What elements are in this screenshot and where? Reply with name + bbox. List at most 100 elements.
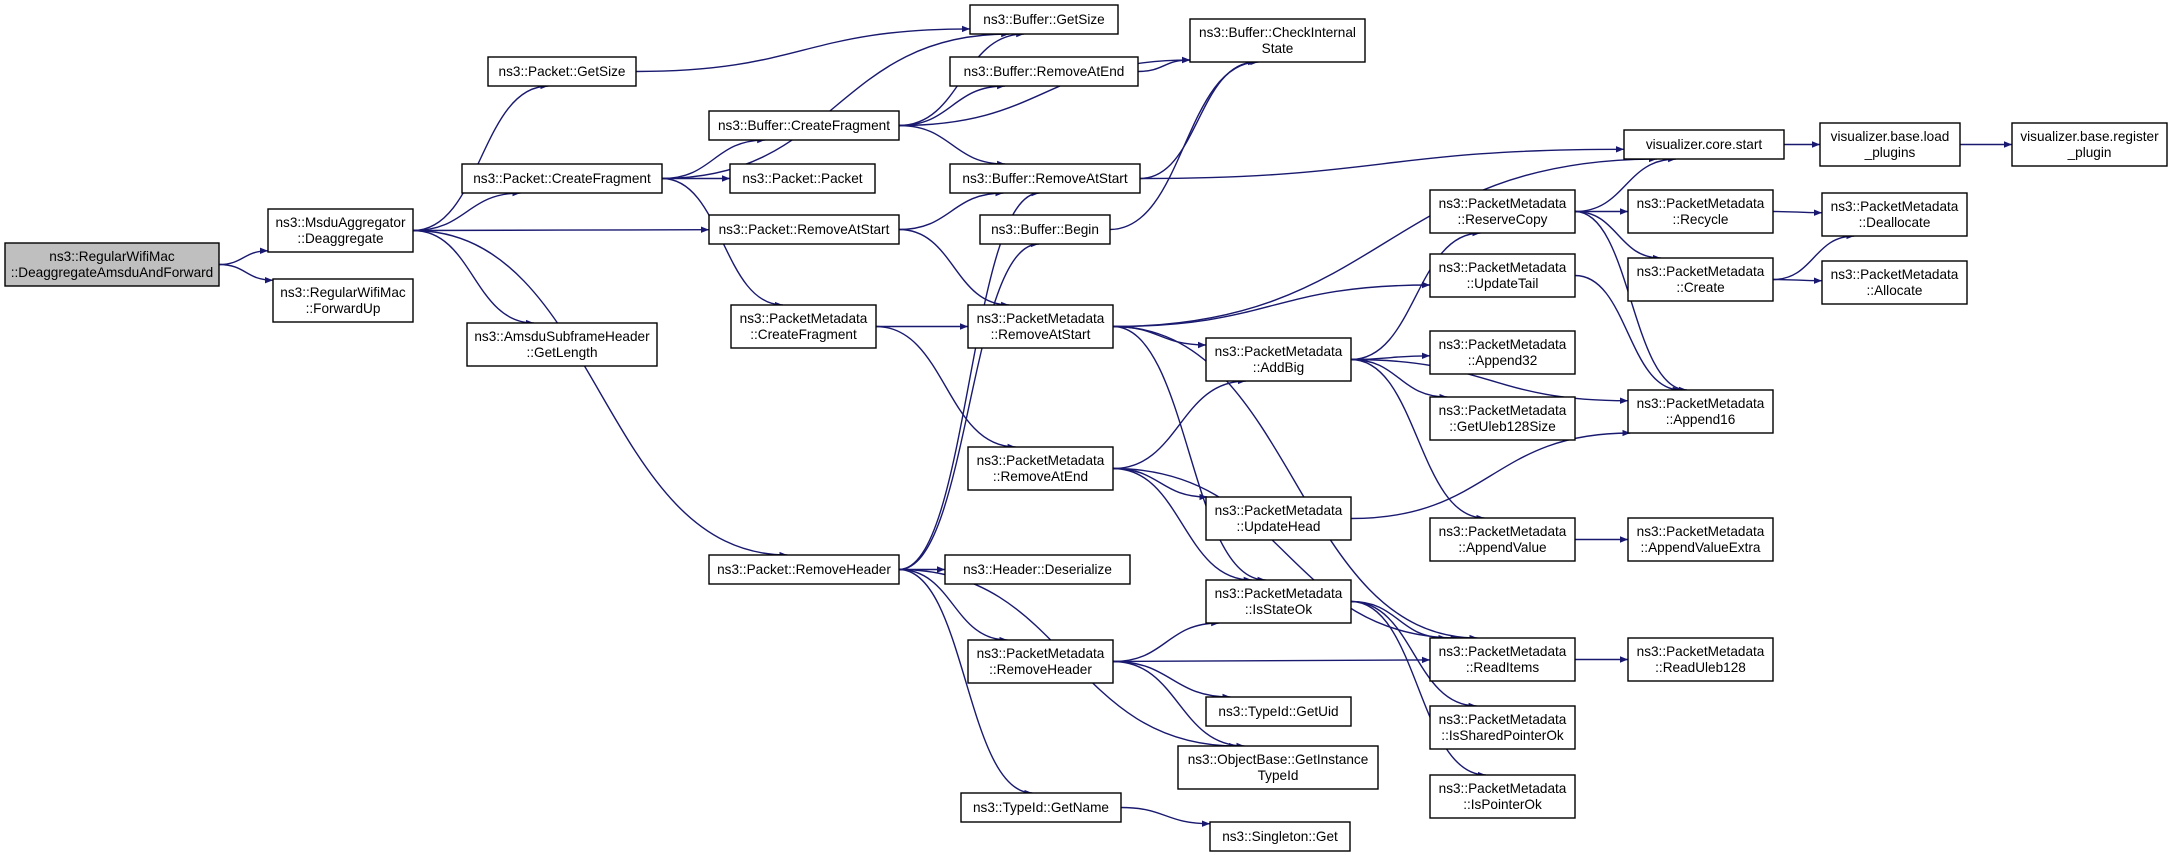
node-pm-removeatend[interactable]: ns3::PacketMetadata::RemoveAtEnd	[967, 446, 1114, 491]
node-box	[1429, 637, 1576, 682]
edge-pm-isstateok-to-pm-ispointerok	[1350, 600, 1486, 779]
node-buf-createfrag[interactable]: ns3::Buffer::CreateFragment	[708, 110, 900, 141]
node-pm-recycle[interactable]: ns3::PacketMetadata::Recycle	[1627, 189, 1774, 234]
node-label: ::UpdateTail	[1467, 276, 1539, 291]
node-pm-reservecopy[interactable]: ns3::PacketMetadata::ReserveCopy	[1429, 189, 1576, 234]
node-pm-removeatstart[interactable]: ns3::PacketMetadata::RemoveAtStart	[967, 304, 1114, 349]
node-label: ns3::PacketMetadata	[1831, 199, 1959, 214]
node-box	[1429, 189, 1576, 234]
edge-pm-removeatend-to-pm-isstateok	[1112, 467, 1252, 584]
edge-buf-createfrag-to-buf-removeatstart	[898, 124, 1006, 168]
node-label: ::IsStateOk	[1245, 602, 1312, 617]
node-pkt-createfrag[interactable]: ns3::Packet::CreateFragment	[461, 163, 663, 194]
node-label: ns3::PacketMetadata	[1831, 267, 1959, 282]
node-label: ns3::Buffer::CheckInternal	[1199, 25, 1356, 40]
edge-pm-addbig-to-pm-getuleb128size	[1350, 358, 1448, 401]
node-label: ::IsPointerOk	[1463, 797, 1542, 812]
node-pm-isstateok[interactable]: ns3::PacketMetadata::IsStateOk	[1205, 579, 1352, 624]
node-box	[708, 110, 900, 141]
node-label: ::Deallocate	[1859, 215, 1931, 230]
node-pm-addbig[interactable]: ns3::PacketMetadata::AddBig	[1205, 337, 1352, 382]
node-pm-append16[interactable]: ns3::PacketMetadata::Append16	[1627, 389, 1774, 434]
node-label: ns3::ObjectBase::GetInstance	[1188, 752, 1369, 767]
node-box	[1627, 637, 1774, 682]
node-pm-issharedpointerok[interactable]: ns3::PacketMetadata::IsSharedPointerOk	[1429, 705, 1576, 750]
node-pkt-removeheader[interactable]: ns3::Packet::RemoveHeader	[708, 554, 900, 585]
node-box	[967, 639, 1114, 684]
node-box	[267, 208, 414, 253]
node-buf-removeatend[interactable]: ns3::Buffer::RemoveAtEnd	[949, 56, 1139, 87]
edge-pm-isstateok-to-pm-readitems	[1350, 600, 1447, 642]
edge-pm-updatetail-to-pm-append16	[1574, 274, 1681, 394]
edge-buf-removeatstart-to-vis-core-start	[1139, 146, 1625, 180]
node-box	[1205, 579, 1352, 624]
node-label: visualizer.core.start	[1646, 137, 1763, 152]
node-label: ns3::Buffer::CreateFragment	[718, 118, 890, 133]
edge-buf-removeatend-to-buf-checkinternal	[1137, 56, 1191, 73]
node-pkt-getsize[interactable]: ns3::Packet::GetSize	[487, 56, 637, 87]
node-label: ns3::Singleton::Get	[1222, 829, 1338, 844]
node-pm-append32[interactable]: ns3::PacketMetadata::Append32	[1429, 330, 1576, 375]
node-label: visualizer.base.register	[2020, 129, 2159, 144]
node-label: ns3::Buffer::RemoveAtStart	[962, 171, 1127, 186]
node-singleton-get[interactable]: ns3::Singleton::Get	[1209, 821, 1351, 852]
node-hdr-deserialize[interactable]: ns3::Header::Deserialize	[944, 554, 1131, 585]
node-pm-create[interactable]: ns3::PacketMetadata::Create	[1627, 257, 1774, 302]
node-pm-createfrag[interactable]: ns3::PacketMetadata::CreateFragment	[730, 304, 877, 349]
node-pm-removeheader[interactable]: ns3::PacketMetadata::RemoveHeader	[967, 639, 1114, 684]
node-box	[2011, 122, 2168, 167]
node-box	[4, 242, 220, 287]
node-label: ns3::PacketMetadata	[1637, 264, 1765, 279]
node-pm-updatetail[interactable]: ns3::PacketMetadata::UpdateTail	[1429, 253, 1576, 298]
node-typeid-getuid[interactable]: ns3::TypeId::GetUid	[1205, 696, 1352, 727]
node-pm-getuleb128size[interactable]: ns3::PacketMetadata::GetUleb128Size	[1429, 396, 1576, 441]
node-amsdu-getlen[interactable]: ns3::AmsduSubframeHeader::GetLength	[466, 322, 658, 367]
edge-msdu-deagg-to-pkt-removeheader	[412, 229, 788, 559]
node-label: ::IsSharedPointerOk	[1441, 728, 1564, 743]
node-vis-base-load[interactable]: visualizer.base.load_plugins	[1819, 122, 1961, 167]
edge-pkt-createfrag-to-buf-getsize	[661, 30, 1010, 180]
node-label: ns3::PacketMetadata	[1637, 644, 1765, 659]
node-label: ns3::PacketMetadata	[1439, 403, 1567, 418]
node-pm-updatehead[interactable]: ns3::PacketMetadata::UpdateHead	[1205, 496, 1352, 541]
node-label: ns3::Buffer::GetSize	[983, 12, 1104, 27]
node-pm-readitems[interactable]: ns3::PacketMetadata::ReadItems	[1429, 637, 1576, 682]
node-vis-core-start[interactable]: visualizer.core.start	[1623, 129, 1785, 160]
node-box	[1429, 253, 1576, 298]
node-box	[1627, 389, 1774, 434]
node-buf-removeatstart[interactable]: ns3::Buffer::RemoveAtStart	[949, 163, 1141, 194]
edge-pm-addbig-to-pm-reservecopy	[1350, 229, 1481, 361]
node-pm-deallocate[interactable]: ns3::PacketMetadata::Deallocate	[1821, 192, 1968, 237]
node-pm-appendvalueextra[interactable]: ns3::PacketMetadata::AppendValueExtra	[1627, 517, 1774, 562]
node-label: ::Create	[1676, 280, 1724, 295]
node-label: ::Recycle	[1673, 212, 1729, 227]
node-pkt-packet[interactable]: ns3::Packet::Packet	[729, 163, 876, 194]
node-pm-appendvalue[interactable]: ns3::PacketMetadata::AppendValue	[1429, 517, 1576, 562]
node-root[interactable]: ns3::RegularWifiMac::DeaggregateAmsduAnd…	[4, 242, 220, 287]
edge-pm-removeatstart-to-pm-isstateok	[1112, 325, 1266, 584]
node-pm-allocate[interactable]: ns3::PacketMetadata::Allocate	[1821, 260, 1968, 305]
node-label: ns3::PacketMetadata	[1215, 586, 1343, 601]
node-label: ::RemoveAtEnd	[993, 469, 1088, 484]
node-buf-getsize[interactable]: ns3::Buffer::GetSize	[969, 4, 1119, 35]
edge-root-to-forwardup	[218, 263, 274, 284]
node-pkt-removeatstart[interactable]: ns3::Packet::RemoveAtStart	[708, 214, 900, 245]
node-buf-begin[interactable]: ns3::Buffer::Begin	[979, 214, 1111, 245]
node-pm-readuleb128[interactable]: ns3::PacketMetadata::ReadUleb128	[1627, 637, 1774, 682]
node-box	[1623, 129, 1785, 160]
node-label: ns3::PacketMetadata	[1439, 260, 1567, 275]
node-pm-ispointerok[interactable]: ns3::PacketMetadata::IsPointerOk	[1429, 774, 1576, 819]
node-vis-base-register[interactable]: visualizer.base.register_plugin	[2011, 122, 2168, 167]
node-forwardup[interactable]: ns3::RegularWifiMac::ForwardUp	[272, 278, 414, 323]
edge-msdu-deagg-to-pkt-removeatstart	[412, 226, 710, 233]
node-label: ns3::Packet::Packet	[742, 171, 862, 186]
node-label: ::ForwardUp	[306, 301, 381, 316]
node-box	[466, 322, 658, 367]
node-typeid-getname[interactable]: ns3::TypeId::GetName	[960, 792, 1122, 823]
nodes-layer: ns3::RegularWifiMac::DeaggregateAmsduAnd…	[4, 4, 2168, 852]
node-msdu-deagg[interactable]: ns3::MsduAggregator::Deaggregate	[267, 208, 414, 253]
edge-buf-begin-to-buf-checkinternal	[1109, 58, 1259, 231]
edge-pm-removeheader-to-objbase-getinstance	[1112, 660, 1245, 750]
